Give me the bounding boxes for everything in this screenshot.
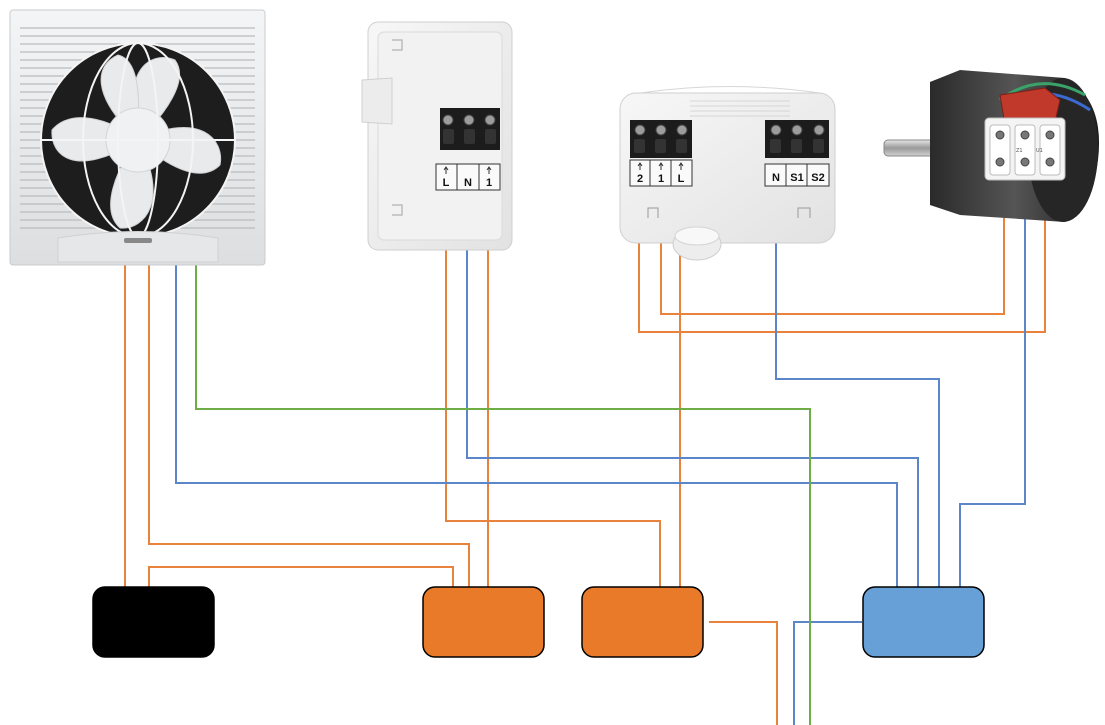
wire-motor-neutral [959,195,1026,587]
wire-earth-jumper [148,566,454,587]
clip-icon [797,207,811,218]
live-connector-block-a [422,586,545,658]
wire-supply-live [709,621,778,725]
arrow-icon [637,162,643,170]
relay-terminal-block-right [765,120,829,158]
motor-label-U1: U1 [1036,148,1043,154]
wire-fan-live-2 [148,262,470,587]
arrow-icon [678,162,684,170]
arrow-icon [443,166,449,174]
wires [124,195,1046,725]
wire-supply-neutral [793,621,862,725]
arrow-icon [658,162,664,170]
relay-label-S1: S1 [790,172,803,184]
live-connector-block-b [581,586,704,658]
switch-label-N: N [464,177,472,189]
relay-labels-right: N S1 S2 [764,163,830,187]
relay-module: 2 1 L N S1 S2 [619,86,836,261]
relay-label-N: N [772,172,780,184]
wire-relay-2 [638,195,1046,333]
switch-terminal-block [440,108,500,150]
wire-relay-1 [660,195,1005,315]
wire-relay-N [775,195,940,587]
relay-label-S2: S2 [811,172,824,184]
wire-fan-earth [195,262,811,725]
earth-connector-block [92,586,215,658]
switch-label-L: L [443,177,450,189]
relay-label-2: 2 [637,173,643,185]
relay-labels-left: 2 1 L [629,159,693,187]
arrow-icon [486,166,492,174]
exhaust-fan [9,9,266,266]
switch-label-1: 1 [486,177,492,189]
motor-terminal-block: Z1 U1 [984,117,1066,181]
switch-module: L N 1 [361,21,513,251]
clip-icon [647,207,659,218]
wire-switch-N [466,195,919,587]
relay-label-L: L [678,173,685,185]
wire-fan-neutral [175,262,898,587]
motor-label-Z1: Z1 [1016,148,1023,154]
switch-terminal-labels: L N 1 [435,163,501,191]
relay-label-1: 1 [658,173,664,185]
relay-terminal-block-left [630,120,692,158]
wire-switch-L [445,195,661,587]
connector-blocks [92,586,985,658]
motor: Z1 U1 [883,70,1100,222]
neutral-connector-block [862,586,985,658]
